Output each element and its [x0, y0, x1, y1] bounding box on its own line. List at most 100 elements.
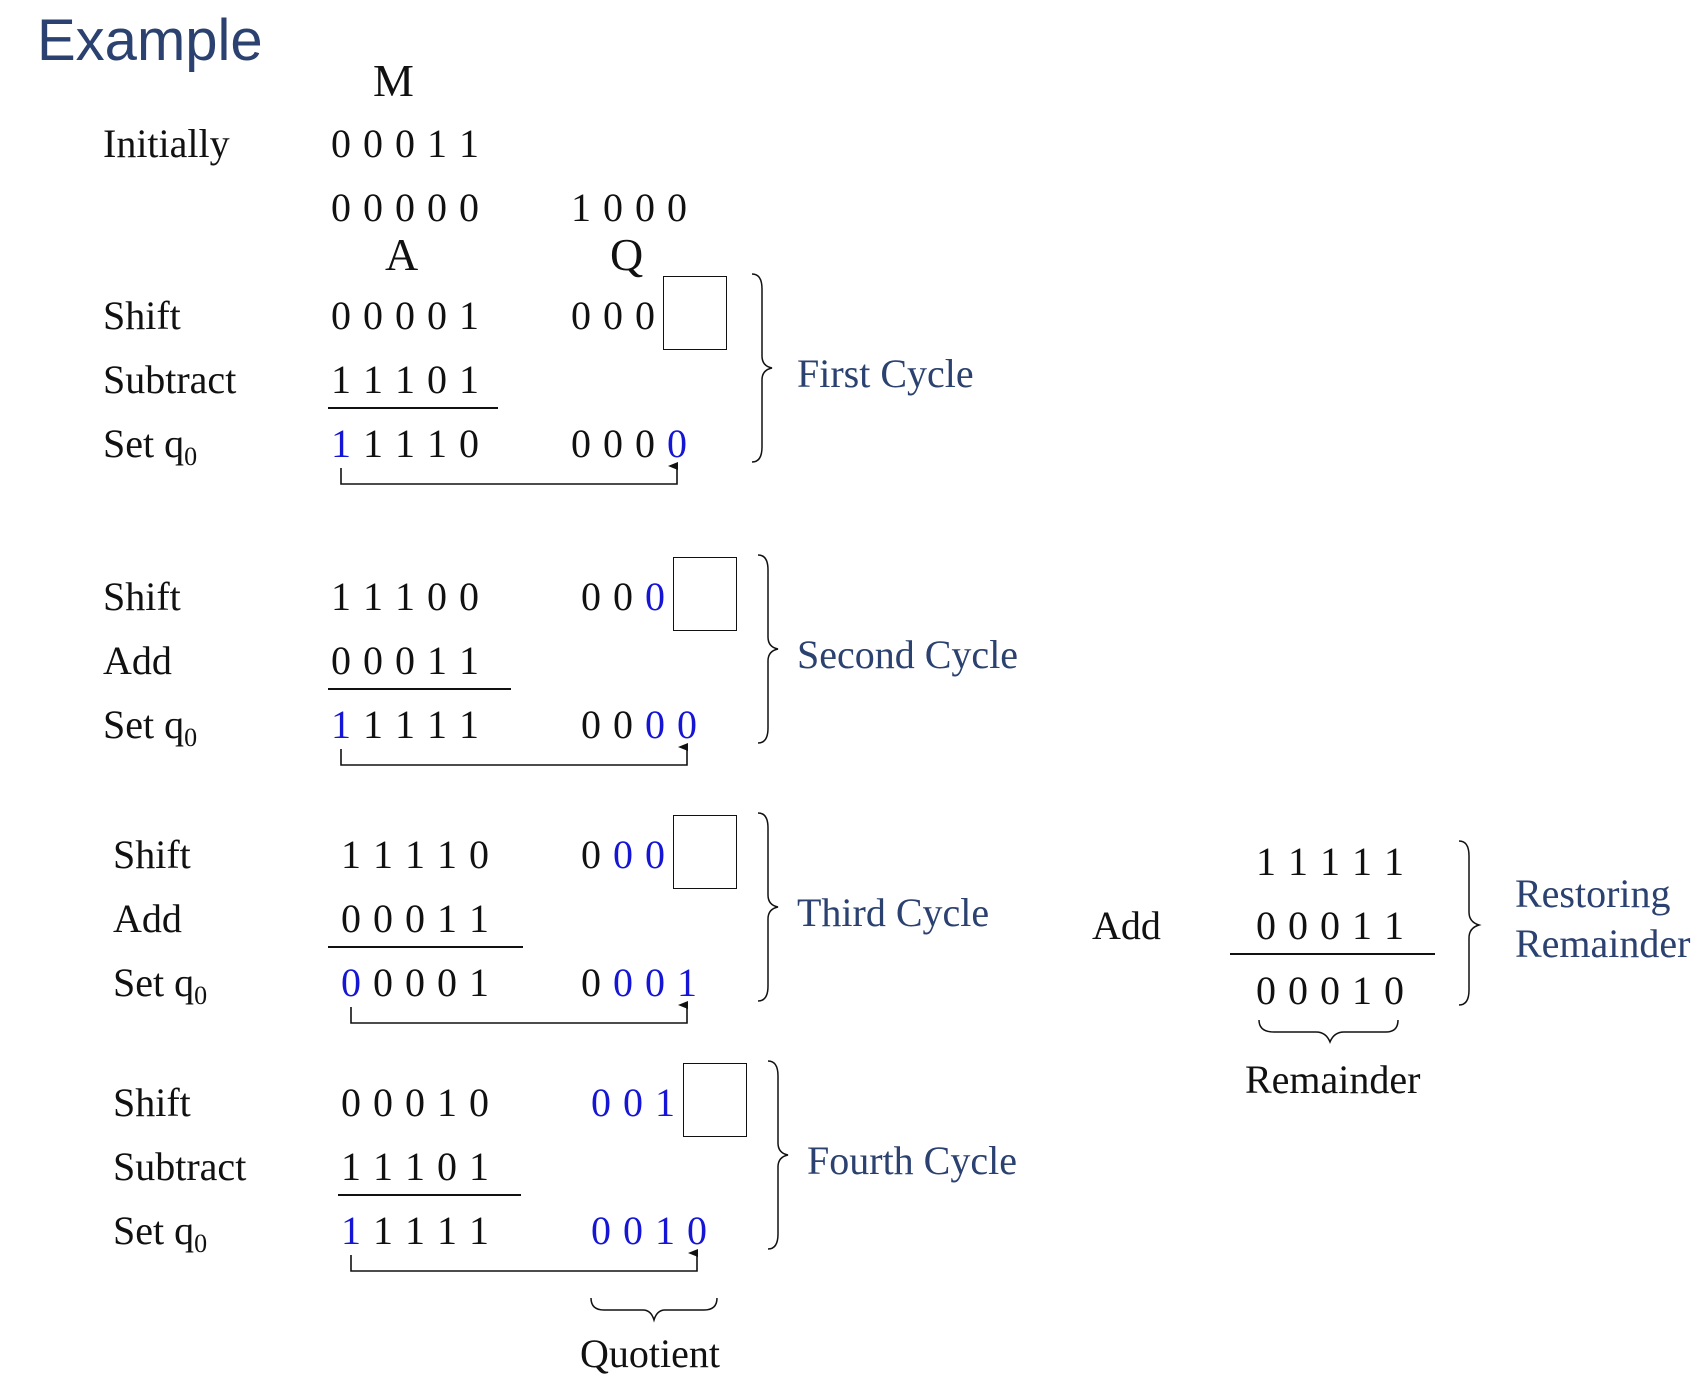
cycle-1-setq-label: Set q0	[103, 424, 197, 470]
bit: 0	[363, 121, 383, 166]
bit: 1	[427, 121, 447, 166]
bit: 0	[1288, 968, 1308, 1013]
set-q-text: Set q	[103, 702, 185, 747]
cycle-3-op-label: Add	[113, 896, 182, 941]
cycle-1-name: First Cycle	[797, 351, 974, 396]
bit: 0	[645, 960, 665, 1005]
bit: 1	[1384, 903, 1404, 948]
bit: 0	[341, 960, 361, 1005]
bit: 0	[331, 638, 351, 683]
m-header: M	[373, 55, 414, 106]
bit: 0	[1320, 968, 1340, 1013]
bit: 0	[437, 960, 457, 1005]
bit: 0	[603, 421, 623, 466]
bit: 0	[613, 702, 633, 747]
cycle-2-op-label: Add	[103, 638, 172, 683]
bit: 0	[459, 574, 479, 619]
bit: 1	[655, 1080, 675, 1125]
cycle-4-sum-rule	[338, 1194, 521, 1196]
bit: 0	[581, 702, 601, 747]
cycle-2-brace	[757, 554, 779, 744]
bit: 0	[341, 1080, 361, 1125]
bit: 0	[331, 293, 351, 338]
bit: 1	[655, 1208, 675, 1253]
bit: 0	[373, 896, 393, 941]
cycle-4-op-label: Subtract	[113, 1144, 247, 1189]
cycle-1-op-label: Subtract	[103, 357, 237, 402]
bit: 0	[469, 832, 489, 877]
cycle-3-sum-rule	[328, 946, 523, 948]
bit: 0	[1256, 903, 1276, 948]
bit: 0	[469, 1080, 489, 1125]
bit: 0	[635, 185, 655, 230]
q-header: Q	[610, 229, 644, 280]
bit: 1	[1352, 968, 1372, 1013]
bit: 0	[591, 1080, 611, 1125]
cycle-4-brace	[767, 1060, 789, 1250]
bit: 1	[363, 574, 383, 619]
bit: 1	[341, 832, 361, 877]
bit: 1	[405, 832, 425, 877]
bit: 0	[1288, 903, 1308, 948]
bit: 1	[363, 421, 383, 466]
restoring-add-label: Add	[1092, 903, 1161, 948]
bit: 0	[405, 1080, 425, 1125]
bit: 1	[405, 1208, 425, 1253]
bit: 1	[469, 1144, 489, 1189]
bit: 0	[623, 1208, 643, 1253]
bit: 1	[395, 702, 415, 747]
bit: 1	[571, 185, 591, 230]
bit: 0	[427, 357, 447, 402]
bit: 0	[405, 896, 425, 941]
bit: 1	[677, 960, 697, 1005]
bit: 1	[405, 1144, 425, 1189]
bit: 1	[341, 1144, 361, 1189]
bit: 1	[395, 574, 415, 619]
bit: 1	[427, 421, 447, 466]
cycle-1-feedback-arrow	[340, 462, 678, 485]
restoring-brace	[1458, 840, 1482, 1006]
bit: 0	[613, 960, 633, 1005]
set-q-subscript: 0	[184, 442, 198, 471]
bit: 1	[331, 421, 351, 466]
bit: 1	[1352, 903, 1372, 948]
bit: 0	[1320, 903, 1340, 948]
bit: 0	[427, 185, 447, 230]
bit: 0	[603, 185, 623, 230]
cycle-4-setq-label: Set q0	[113, 1211, 207, 1257]
cycle-1-shift-label: Shift	[103, 293, 181, 338]
bit: 1	[1352, 839, 1372, 884]
bit: 1	[459, 638, 479, 683]
bit: 0	[373, 1080, 393, 1125]
bit: 0	[687, 1208, 707, 1253]
bit: 1	[373, 1144, 393, 1189]
bit: 0	[363, 293, 383, 338]
bit: 0	[395, 293, 415, 338]
bit: 1	[1256, 839, 1276, 884]
bit: 0	[635, 421, 655, 466]
cycle-2-setq-label: Set q0	[103, 705, 197, 751]
cycle-4-name: Fourth Cycle	[807, 1138, 1017, 1183]
cycle-1-q0-box	[663, 276, 727, 350]
initially-label: Initially	[103, 121, 230, 166]
cycle-2-shift-label: Shift	[103, 574, 181, 619]
cycle-3-name: Third Cycle	[797, 890, 990, 935]
bit: 0	[571, 293, 591, 338]
cycle-4-q0-box	[683, 1063, 747, 1137]
bit: 0	[581, 574, 601, 619]
bit: 0	[1384, 968, 1404, 1013]
